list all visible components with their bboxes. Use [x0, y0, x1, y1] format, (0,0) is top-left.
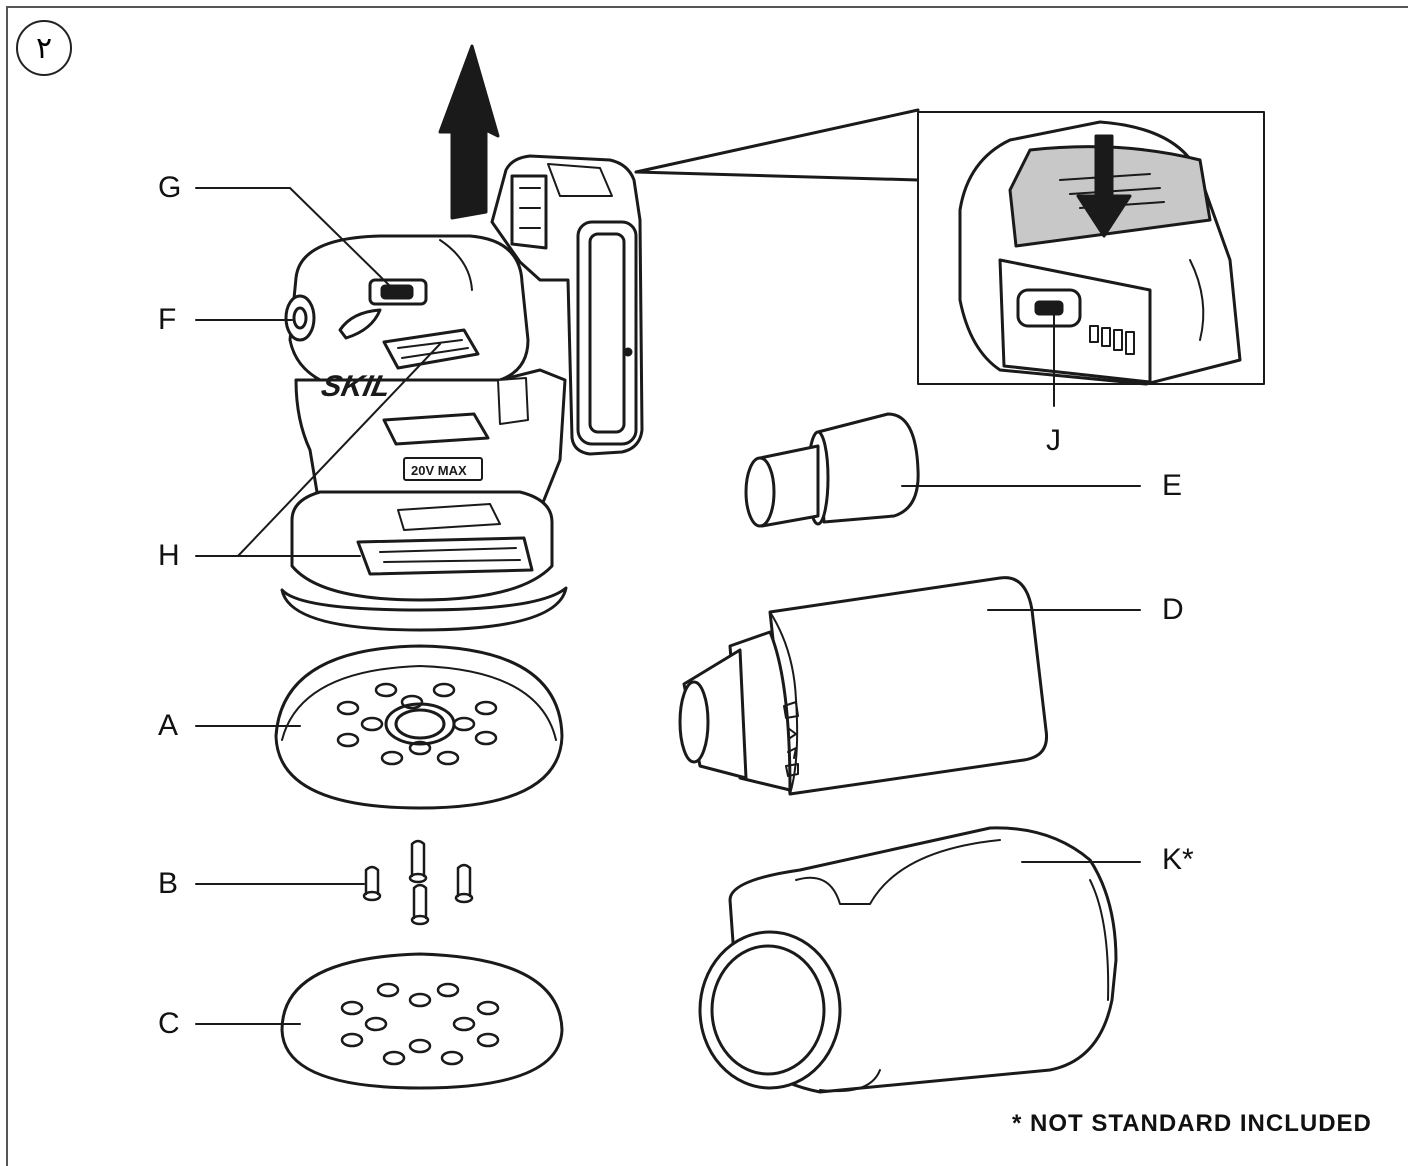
label-b: B	[158, 867, 179, 900]
label-k: K*	[1162, 843, 1194, 876]
sander-body: SKIL 20V MAX	[280, 234, 568, 632]
label-g: G	[158, 171, 182, 204]
leader-h	[195, 343, 441, 557]
screw	[362, 865, 382, 902]
inset-detail	[634, 108, 1265, 386]
label-j: J	[1046, 424, 1061, 457]
leader-g	[195, 187, 393, 289]
label-d: D	[1162, 593, 1184, 626]
figure-number: ٢	[35, 30, 53, 66]
leader-lines	[195, 187, 1141, 1025]
backing-pad	[274, 644, 564, 810]
dust-box	[678, 576, 1049, 796]
footnote: * NOT STANDARD INCLUDED	[1012, 1110, 1372, 1137]
label-e: E	[1162, 469, 1183, 502]
voltage-label: 20V MAX	[411, 463, 467, 478]
sanding-disc	[280, 952, 564, 1090]
screws	[362, 839, 474, 926]
figure-frame	[6, 6, 1408, 1166]
label-h: H	[158, 539, 180, 572]
dust-container-optional	[698, 826, 1118, 1094]
screw	[454, 863, 474, 904]
screw	[408, 839, 428, 884]
figure-number-badge: ٢	[16, 20, 72, 76]
label-f: F	[158, 303, 177, 336]
battery-removal-arrow	[438, 44, 500, 220]
battery-pack	[490, 154, 644, 456]
brand-logo: SKIL	[318, 370, 393, 403]
label-c: C	[158, 1007, 180, 1040]
label-a: A	[158, 709, 179, 742]
dust-adapter	[744, 412, 920, 528]
screw	[410, 883, 430, 926]
